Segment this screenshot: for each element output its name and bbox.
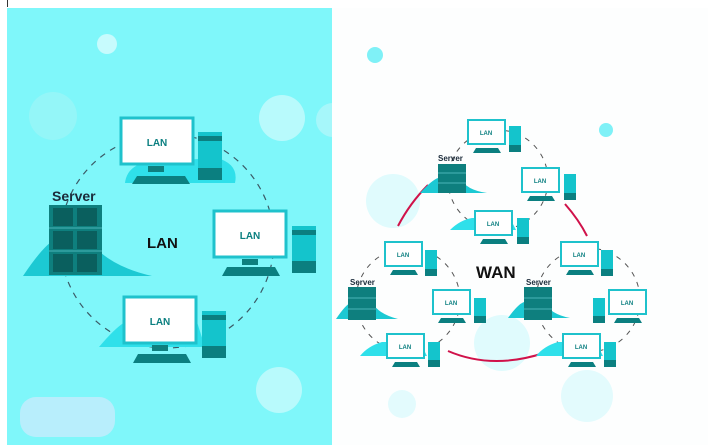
- lan-title: LAN: [147, 235, 178, 252]
- bubble: [259, 95, 305, 141]
- bubble: [316, 103, 332, 137]
- monitor-icon: [122, 295, 198, 345]
- wan-link: [447, 350, 545, 363]
- svg-text:LAN: LAN: [399, 345, 411, 351]
- bubble: [29, 92, 77, 140]
- wan-cluster: Server LAN LAN LAN: [336, 241, 486, 367]
- server-label: Server: [438, 154, 463, 163]
- server-icon: [438, 164, 466, 193]
- edge-mark: [7, 0, 8, 7]
- wan-computer: LAN: [560, 241, 613, 276]
- server-label: Server: [350, 278, 375, 287]
- screen-label: LAN: [150, 317, 171, 328]
- wan-diagram: WAN Server LAN LAN LAN: [336, 47, 647, 422]
- lan-diagram-panel: Server LAN LAN LAN: [7, 8, 332, 445]
- bubble: [388, 390, 416, 418]
- wan-computer: LAN: [593, 289, 647, 323]
- wan-diagram-panel: WAN Server LAN LAN LAN: [332, 8, 708, 445]
- bubble: [367, 47, 383, 63]
- wan-cluster: Server LAN LAN LAN: [508, 241, 647, 367]
- svg-text:LAN: LAN: [575, 345, 587, 351]
- bubble: [366, 174, 420, 228]
- server-icon: [348, 287, 376, 320]
- wan-computer: LAN: [360, 333, 440, 367]
- bubble: [256, 367, 302, 413]
- server-icon: [49, 205, 102, 275]
- lan-computer: LAN: [99, 295, 226, 363]
- lan-computer: LAN: [212, 209, 316, 276]
- svg-text:LAN: LAN: [573, 253, 585, 259]
- wan-computer: LAN: [467, 119, 521, 153]
- svg-text:LAN: LAN: [480, 131, 492, 137]
- svg-text:LAN: LAN: [487, 222, 499, 228]
- svg-text:LAN: LAN: [621, 301, 633, 307]
- bubble: [474, 315, 530, 371]
- wan-computer: LAN: [536, 333, 616, 367]
- wan-computer: LAN: [384, 241, 437, 276]
- server-label: Server: [52, 188, 96, 204]
- monitor-icon: [119, 116, 195, 166]
- monitor-icon: [212, 209, 288, 259]
- bubble: [599, 123, 613, 137]
- server-label: Server: [526, 278, 551, 287]
- screen-label: LAN: [240, 231, 261, 242]
- bubble: [97, 34, 117, 54]
- wan-cluster: Server LAN LAN LAN: [420, 119, 576, 244]
- wan-computer: LAN: [521, 167, 576, 201]
- svg-text:LAN: LAN: [534, 179, 546, 185]
- wan-link: [564, 203, 588, 237]
- lan-diagram: Server LAN LAN LAN: [20, 34, 332, 437]
- screen-label: LAN: [147, 138, 168, 149]
- svg-text:LAN: LAN: [445, 301, 457, 307]
- lan-computer: LAN: [119, 116, 236, 184]
- bubble: [561, 370, 613, 422]
- scribble-blob: [20, 397, 115, 437]
- server-icon: [524, 287, 552, 320]
- wan-title: WAN: [476, 263, 516, 282]
- wan-computer: LAN: [450, 210, 529, 244]
- wan-computer: LAN: [432, 289, 486, 323]
- svg-text:LAN: LAN: [397, 253, 409, 259]
